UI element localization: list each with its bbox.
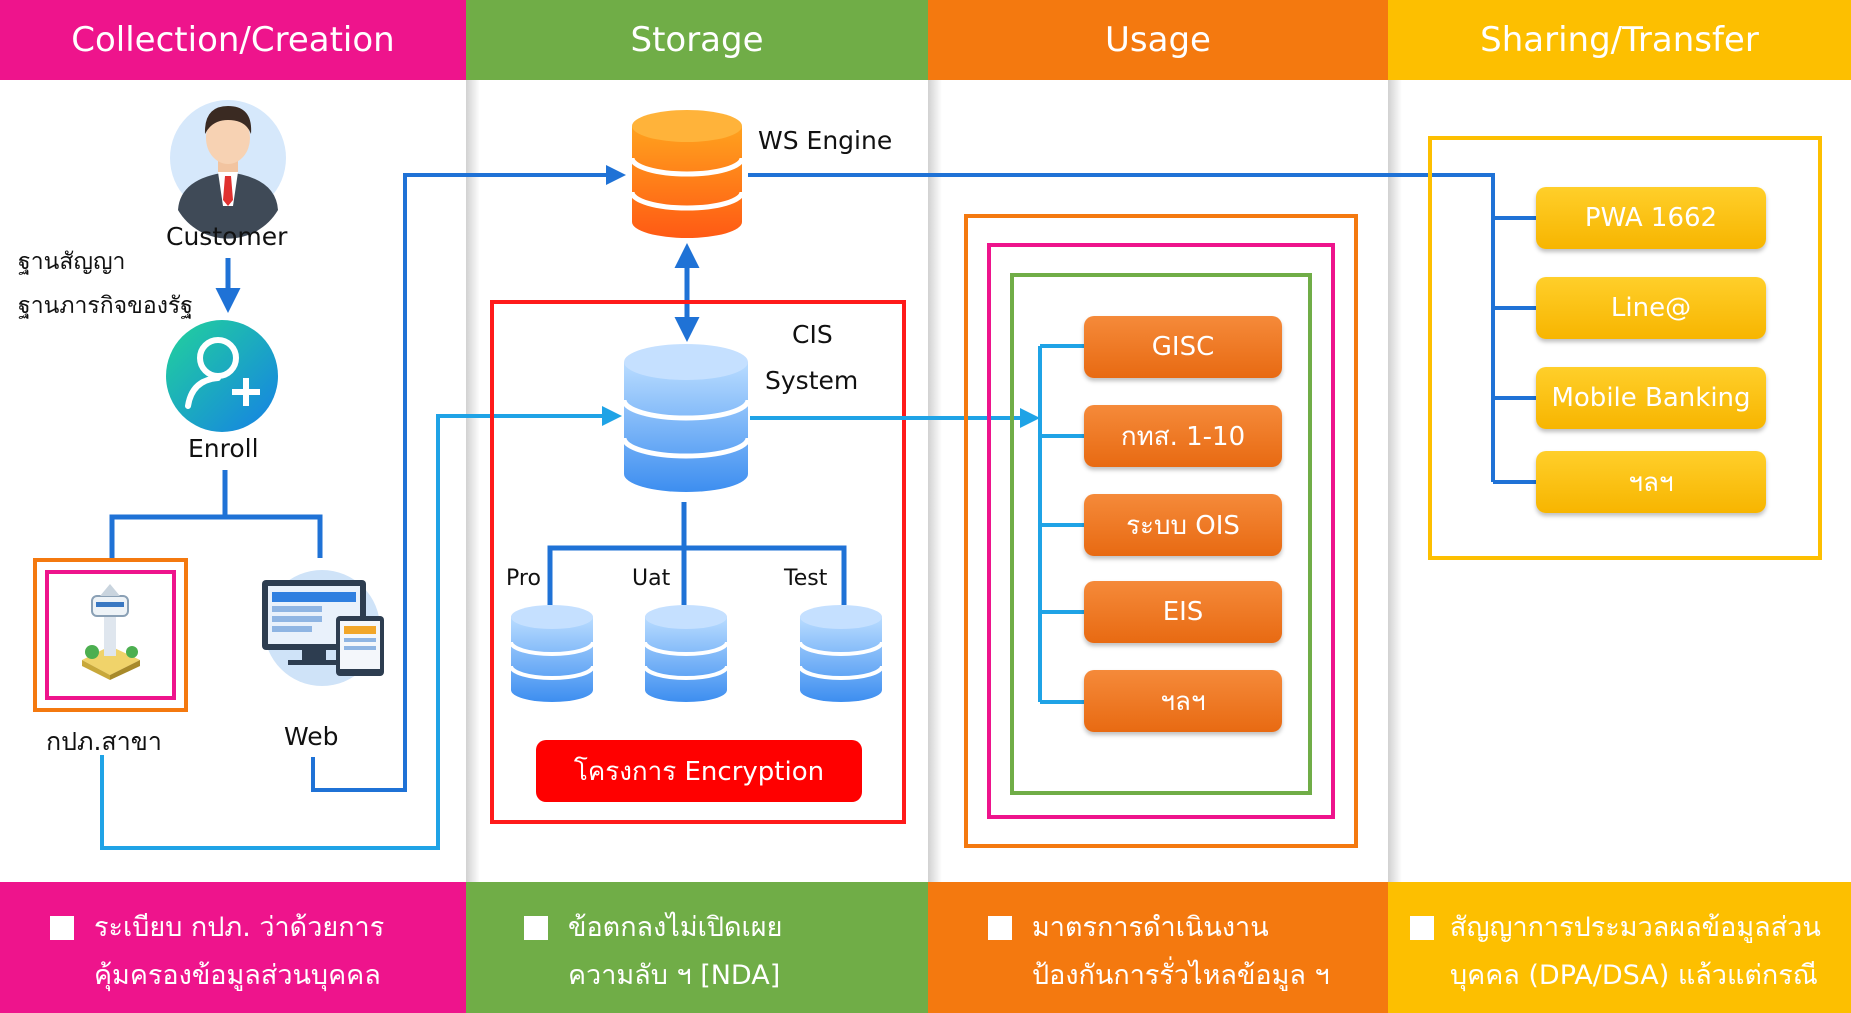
legal-basis-public-task: ฐานภารกิจของรัฐ xyxy=(18,293,193,319)
checkbox-icon xyxy=(524,916,548,940)
footer-sharing-line1: สัญญาการประมวลผลข้อมูลส่วน xyxy=(1450,912,1821,943)
uat-database-icon xyxy=(643,605,729,702)
usage-item-label: กทส. 1-10 xyxy=(1120,421,1246,452)
usage-item-label: GISC xyxy=(1151,332,1215,362)
env-uat-label: Uat xyxy=(632,566,671,591)
test-database-icon xyxy=(798,605,884,702)
encryption-project-box: โครงการ Encryption xyxy=(536,740,862,802)
usage-frame-outer xyxy=(964,214,1358,848)
footer-usage-line1: มาตรการดำเนินงาน xyxy=(1032,912,1269,943)
footer-collection-line1: ระเบียบ กปภ. ว่าด้วยการ xyxy=(94,912,385,943)
checkbox-icon xyxy=(988,916,1012,940)
footer-usage: มาตรการดำเนินงาน ป้องกันการรั่วไหลข้อมูล… xyxy=(928,882,1388,1013)
footer-storage-line2: ความลับ ฯ [NDA] xyxy=(568,960,781,991)
footer-usage-line2: ป้องกันการรั่วไหลข้อมูล ฯ xyxy=(1032,960,1330,991)
usage-frame-inner xyxy=(1010,273,1312,795)
cis-label-line1: CIS xyxy=(792,320,833,349)
usage-item-kts: กทส. 1-10 xyxy=(1084,405,1282,467)
ws-engine-database-icon xyxy=(629,110,745,238)
sharing-item-label: ฯลฯ xyxy=(1628,467,1674,498)
ws-engine-label: WS Engine xyxy=(758,126,893,155)
header-sharing-title: Sharing/Transfer xyxy=(1480,20,1759,60)
sharing-frame xyxy=(1428,136,1822,560)
cis-database-icon xyxy=(621,344,751,492)
sharing-item-mobile-banking: Mobile Banking xyxy=(1536,367,1766,429)
header-collection-title: Collection/Creation xyxy=(71,20,395,60)
sharing-item-label: Line@ xyxy=(1610,293,1692,323)
enroll-user-plus-icon xyxy=(166,320,278,432)
env-test-label: Test xyxy=(784,566,828,591)
header-collection: Collection/Creation xyxy=(0,0,466,80)
legal-basis-contract: ฐานสัญญา xyxy=(18,249,126,275)
usage-item-gisc: GISC xyxy=(1084,316,1282,378)
pro-database-icon xyxy=(509,605,595,702)
sharing-item-label: PWA 1662 xyxy=(1584,203,1718,233)
sharing-item-label: Mobile Banking xyxy=(1551,383,1751,413)
env-pro-label: Pro xyxy=(506,566,541,591)
footer-storage-line1: ข้อตกลงไม่เปิดเผย xyxy=(568,912,783,943)
branch-label: กปภ.สาขา xyxy=(46,727,162,756)
branch-frame-outer xyxy=(33,558,188,712)
header-usage-title: Usage xyxy=(1105,20,1211,60)
enroll-label: Enroll xyxy=(188,434,259,463)
header-usage: Usage xyxy=(928,0,1388,80)
header-storage-title: Storage xyxy=(630,20,764,60)
header-storage: Storage xyxy=(466,0,928,80)
checkbox-icon xyxy=(1410,916,1434,940)
usage-item-label: EIS xyxy=(1162,597,1204,627)
encryption-project-label: โครงการ Encryption xyxy=(573,756,825,787)
footer-collection-line2: คุ้มครองข้อมูลส่วนบุคคล xyxy=(94,960,381,991)
sharing-item-line: Line@ xyxy=(1536,277,1766,339)
sharing-item-pwa1662: PWA 1662 xyxy=(1536,187,1766,249)
sharing-item-etc: ฯลฯ xyxy=(1536,451,1766,513)
footer-collection: ระเบียบ กปภ. ว่าด้วยการ คุ้มครองข้อมูลส่… xyxy=(0,882,466,1013)
usage-item-eis: EIS xyxy=(1084,581,1282,643)
customer-label: Customer xyxy=(166,222,288,251)
usage-item-ois: ระบบ OIS xyxy=(1084,494,1282,556)
column-divider xyxy=(1388,0,1402,1013)
usage-item-label: ฯลฯ xyxy=(1160,686,1206,717)
branch-frame-inner xyxy=(45,570,176,700)
usage-item-label: ระบบ OIS xyxy=(1126,510,1240,541)
cis-system-frame xyxy=(490,300,906,824)
usage-frame-middle xyxy=(987,243,1335,819)
footer-sharing: สัญญาการประมวลผลข้อมูลส่วน บุคคล (DPA/DS… xyxy=(1388,882,1851,1013)
usage-item-etc: ฯลฯ xyxy=(1084,670,1282,732)
cis-label-line2: System xyxy=(765,366,859,395)
customer-avatar-icon xyxy=(170,100,286,239)
water-tower-icon xyxy=(82,584,140,680)
column-divider xyxy=(928,0,942,1013)
footer-sharing-line2: บุคคล (DPA/DSA) แล้วแต่กรณี xyxy=(1450,960,1818,991)
column-divider xyxy=(466,0,480,1013)
web-label: Web xyxy=(284,722,339,751)
footer-storage: ข้อตกลงไม่เปิดเผย ความลับ ฯ [NDA] xyxy=(466,882,928,1013)
header-sharing: Sharing/Transfer xyxy=(1388,0,1851,80)
web-devices-icon xyxy=(262,570,384,686)
checkbox-icon xyxy=(50,916,74,940)
